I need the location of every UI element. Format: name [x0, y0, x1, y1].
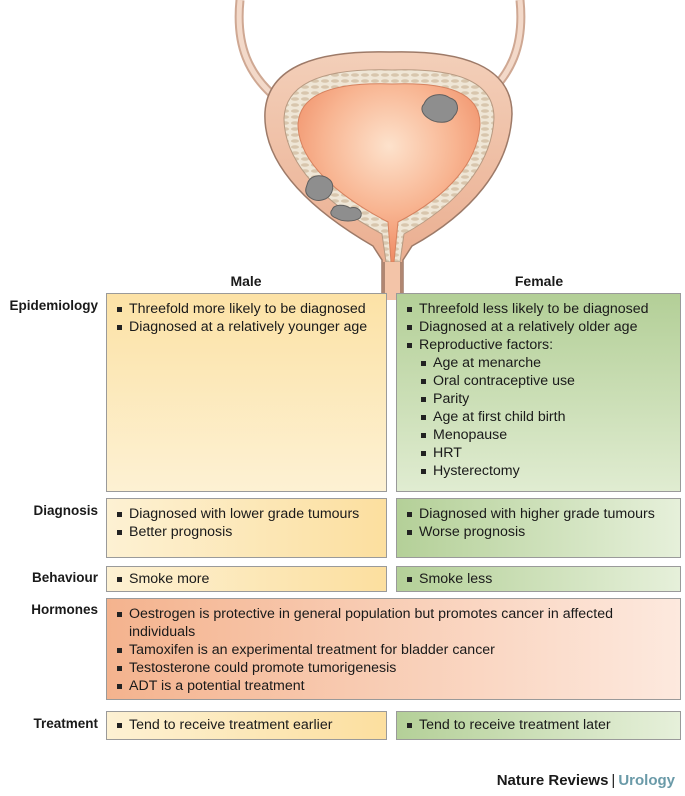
list-item: Tamoxifen is an experimental treatment f…	[117, 641, 672, 659]
list-item: Diagnosed at a relatively younger age	[117, 318, 378, 336]
female-behaviour-box: Smoke less	[396, 566, 681, 592]
hormones-box: Oestrogen is protective in general popul…	[106, 598, 681, 700]
list-item: Menopause	[421, 426, 672, 444]
list-item: Better prognosis	[117, 523, 378, 541]
list-item: Worse prognosis	[407, 523, 672, 541]
urethra-icon	[385, 262, 400, 300]
tumour-icon	[421, 94, 458, 123]
journal-name: Urology	[618, 772, 675, 789]
list-item: Tend to receive treatment earlier	[117, 716, 378, 734]
list-item: Age at menarche	[421, 354, 672, 372]
row-label-diagnosis: Diagnosis	[33, 503, 98, 518]
list-item: Threefold more likely to be diagnosed	[117, 300, 378, 318]
list-item: Parity	[421, 390, 672, 408]
male-treatment-box: Tend to receive treatment earlier	[106, 711, 387, 740]
publisher-name: Nature Reviews	[496, 772, 609, 789]
male-column-heading: Male	[230, 273, 262, 289]
list-item: HRT	[421, 444, 672, 462]
journal-credit: Nature Reviews|Urology	[497, 772, 675, 789]
female-column-heading: Female	[514, 273, 564, 289]
row-label-epidemiology: Epidemiology	[9, 298, 98, 313]
list-item: Smoke more	[117, 570, 378, 588]
list-item: ADT is a potential treatment	[117, 677, 672, 695]
list-item: Diagnosed with lower grade tumours	[117, 505, 378, 523]
row-label-treatment: Treatment	[33, 716, 98, 731]
male-behaviour-box: Smoke more	[106, 566, 387, 592]
male-epidemiology-box: Threefold more likely to be diagnosed Di…	[106, 293, 387, 492]
list-item: Oestrogen is protective in general popul…	[117, 605, 672, 641]
row-label-behaviour: Behaviour	[31, 570, 98, 585]
list-item: Threefold less likely to be diagnosed	[407, 300, 672, 318]
female-treatment-box: Tend to receive treatment later	[396, 711, 681, 740]
list-item: Smoke less	[407, 570, 672, 588]
list-item: Testosterone could promote tumorigenesis	[117, 659, 672, 677]
female-diagnosis-box: Diagnosed with higher grade tumours Wors…	[396, 498, 681, 558]
list-item: Age at first child birth	[421, 408, 672, 426]
credit-separator: |	[611, 772, 616, 789]
row-label-hormones: Hormones	[31, 602, 98, 617]
list-item: Diagnosed with higher grade tumours	[407, 505, 672, 523]
list-item: Reproductive factors:	[407, 336, 672, 354]
female-epidemiology-box: Threefold less likely to be diagnosed Di…	[396, 293, 681, 492]
male-diagnosis-box: Diagnosed with lower grade tumours Bette…	[106, 498, 387, 558]
list-item: Oral contraceptive use	[421, 372, 672, 390]
list-item: Hysterectomy	[421, 462, 672, 480]
bladder-illustration	[234, 0, 526, 300]
list-item: Tend to receive treatment later	[407, 716, 672, 734]
list-item: Diagnosed at a relatively older age	[407, 318, 672, 336]
